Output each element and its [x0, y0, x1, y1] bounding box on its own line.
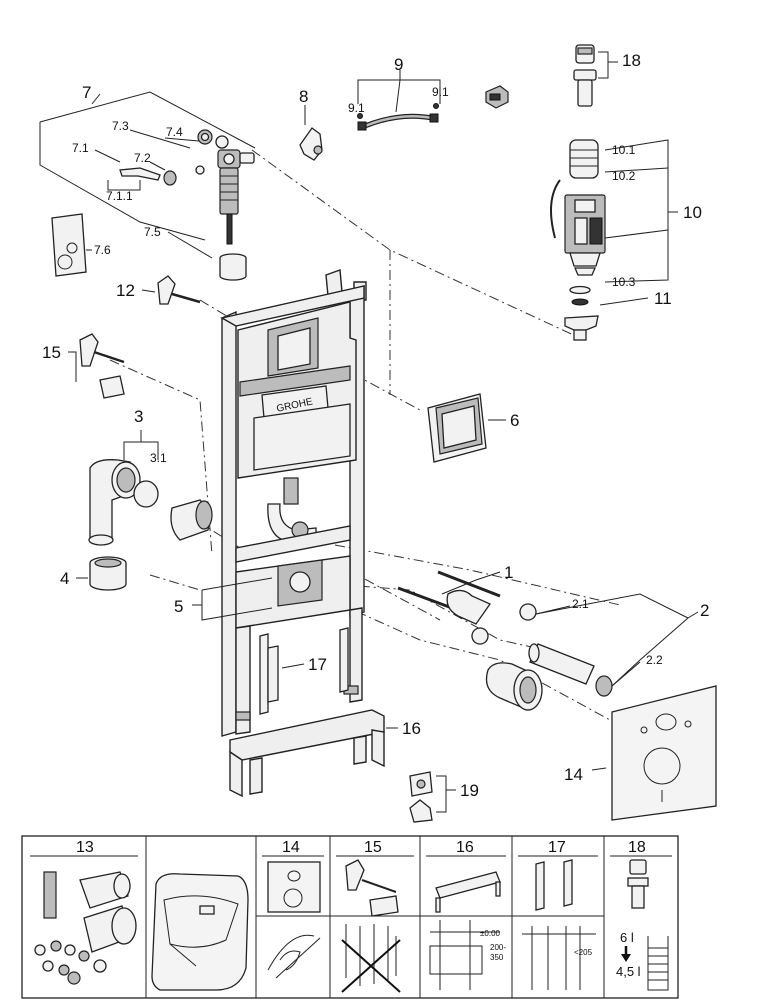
callout-4: 4	[60, 569, 69, 588]
legend-header-18: 18	[628, 839, 646, 856]
anchor-group	[68, 275, 201, 399]
installation-frame: GROHE	[220, 269, 367, 737]
legend-15-anchors	[341, 859, 401, 993]
legend-14-mat	[267, 861, 321, 979]
legend-header-17: 17	[548, 839, 566, 856]
callout-labels: 7 7.3 7.4 7.1 7.2 7.1.1 7.5 7.6 8 9 9.1 …	[42, 51, 709, 800]
legend-18-flush-high: 6 l	[620, 930, 634, 945]
callout-15: 15	[42, 343, 61, 362]
callout-7-2: 7.2	[134, 151, 151, 165]
legend-17-brackets: <205	[522, 859, 596, 990]
legend-17-dim: <205	[574, 948, 593, 957]
callout-10-2: 10.2	[612, 169, 636, 183]
callout-19: 19	[460, 781, 479, 800]
legend-header-13: 13	[76, 839, 94, 856]
callout-14: 14	[564, 765, 583, 784]
callout-9-1-left: 9.1	[348, 101, 365, 115]
callout-16: 16	[402, 719, 421, 738]
legend-16-dim-b: 350	[490, 953, 504, 962]
assembly-lines	[109, 149, 621, 721]
part-5-bracket	[192, 577, 273, 621]
callout-3: 3	[134, 407, 143, 426]
callout-5: 5	[174, 597, 183, 616]
callout-7-6: 7.6	[94, 243, 111, 257]
legend-13-parts	[34, 871, 137, 985]
clamp-parts	[409, 771, 456, 823]
callout-2: 2	[700, 601, 709, 620]
pan-connector-group	[76, 430, 213, 591]
fill-valve-group	[39, 91, 256, 281]
leg-brackets	[259, 627, 349, 715]
callout-3-1: 3.1	[150, 451, 167, 465]
callout-10-3: 10.3	[612, 275, 636, 289]
callout-10: 10	[683, 203, 702, 222]
callout-18: 18	[622, 51, 641, 70]
legend-header-16: 16	[456, 839, 474, 856]
flush-valve-group	[550, 44, 678, 341]
bolts-and-pipes	[397, 570, 699, 711]
hose-group	[299, 70, 509, 161]
callout-11: 11	[654, 289, 672, 308]
callout-12: 12	[116, 281, 135, 300]
callout-7-1-1: 7.1.1	[106, 189, 133, 203]
callout-17: 17	[308, 655, 327, 674]
callout-9: 9	[394, 55, 403, 74]
legend-16-dim-a: 200-	[490, 943, 506, 952]
legend-18-cap: 6 l 4,5 l	[616, 859, 669, 991]
legend-header-15: 15	[364, 839, 382, 856]
foot-bracket	[229, 709, 398, 798]
cover-plate	[427, 393, 506, 463]
callout-7-1: 7.1	[72, 141, 89, 155]
legend-18-flush-low: 4,5 l	[616, 964, 641, 979]
callout-7-5: 7.5	[144, 225, 161, 239]
legend-table: 13 14 15 16 17 18	[21, 835, 679, 999]
callout-7-3: 7.3	[112, 119, 129, 133]
callout-8: 8	[299, 87, 308, 106]
callout-1: 1	[504, 563, 513, 582]
callout-7: 7	[82, 83, 91, 102]
callout-9-1-right: 9.1	[432, 85, 449, 99]
legend-header-14: 14	[282, 839, 300, 856]
legend-16-foot: ±0.00 200- 350	[429, 871, 506, 990]
callout-2-1: 2.1	[572, 597, 589, 611]
callout-2-2: 2.2	[646, 653, 663, 667]
callout-6: 6	[510, 411, 519, 430]
legend-toilet-sketch	[151, 873, 249, 991]
callout-10-1: 10.1	[612, 143, 636, 157]
sound-insulation-mat	[591, 685, 717, 821]
legend-16-dim-zero: ±0.00	[480, 929, 501, 938]
callout-7-4: 7.4	[166, 125, 183, 139]
